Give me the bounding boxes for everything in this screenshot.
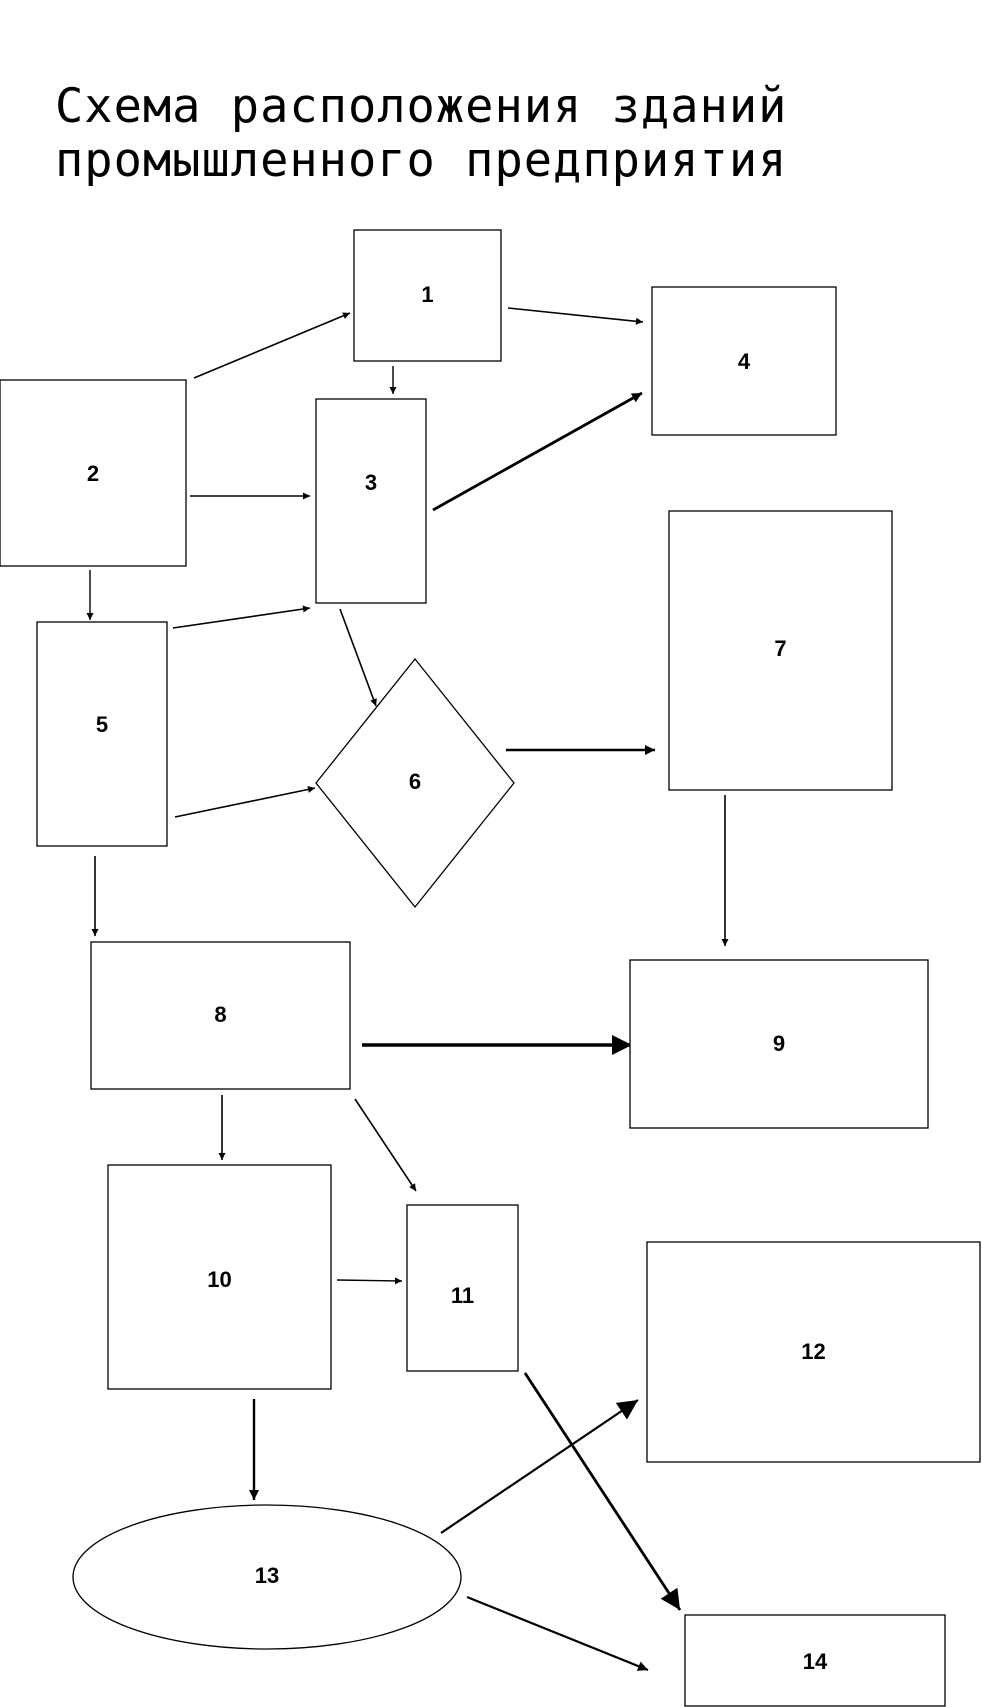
arrow-5-to-6 (174, 785, 316, 818)
arrow-13-to-12 (440, 1399, 639, 1534)
building-6-diamond (315, 657, 515, 909)
building-13: 13 (72, 1504, 462, 1650)
arrow-8-to-11 (354, 1098, 417, 1192)
building-13-ellipse (72, 1504, 462, 1650)
building-10-label: 10 (207, 1267, 231, 1292)
arrow-1-to-4 (507, 307, 644, 325)
diagram-title: Схема расположения зданий промышленного … (55, 80, 955, 188)
building-1: 1 (353, 229, 502, 362)
building-6: 6 (315, 657, 515, 909)
building-14-label: 14 (803, 1649, 828, 1674)
building-5-rect (36, 621, 168, 847)
building-12-label: 12 (801, 1339, 825, 1364)
building-9-label: 9 (773, 1031, 785, 1056)
building-11: 11 (406, 1204, 519, 1372)
building-9-rect (629, 959, 929, 1129)
edges-layer (86, 307, 729, 1672)
building-7-rect (668, 510, 893, 791)
building-1-rect (353, 229, 502, 362)
building-14: 14 (684, 1614, 946, 1707)
building-3-rect (315, 398, 427, 604)
building-5: 5 (36, 621, 168, 847)
building-4: 4 (651, 286, 837, 436)
arrow-3-to-4 (432, 391, 643, 512)
building-1-label: 1 (421, 282, 433, 307)
arrow-11-to-14 (523, 1372, 682, 1611)
building-10: 10 (107, 1164, 332, 1390)
building-7-label: 7 (774, 636, 786, 661)
building-5-label: 5 (96, 712, 108, 737)
building-12-rect (646, 1241, 981, 1463)
building-4-label: 4 (738, 349, 751, 374)
building-2: 2 (0, 379, 187, 567)
building-2-label: 2 (87, 461, 99, 486)
building-11-label: 11 (451, 1283, 474, 1308)
building-7: 7 (668, 510, 893, 791)
arrow-10-to-11 (336, 1277, 403, 1285)
title-line-1: Схема расположения зданий (55, 79, 788, 134)
building-6-label: 6 (409, 769, 421, 794)
arrow-5-to-3 (172, 605, 311, 629)
building-3-label: 3 (365, 470, 377, 495)
building-3: 3 (315, 398, 427, 604)
building-9: 9 (629, 959, 929, 1129)
building-13-label: 13 (255, 1563, 279, 1588)
building-12: 12 (646, 1241, 981, 1463)
building-4-rect (651, 286, 837, 436)
building-8: 8 (90, 941, 351, 1090)
title-line-2: промышленного предприятия (55, 133, 788, 188)
building-8-rect (90, 941, 351, 1090)
building-10-rect (107, 1164, 332, 1390)
building-8-label: 8 (214, 1002, 226, 1027)
building-2-rect (0, 379, 187, 567)
arrow-2-to-1 (193, 312, 351, 379)
arrow-13-to-14 (466, 1595, 649, 1672)
building-11-rect (406, 1204, 519, 1372)
arrow-3-to-6 (339, 608, 377, 707)
building-14-rect (684, 1614, 946, 1707)
